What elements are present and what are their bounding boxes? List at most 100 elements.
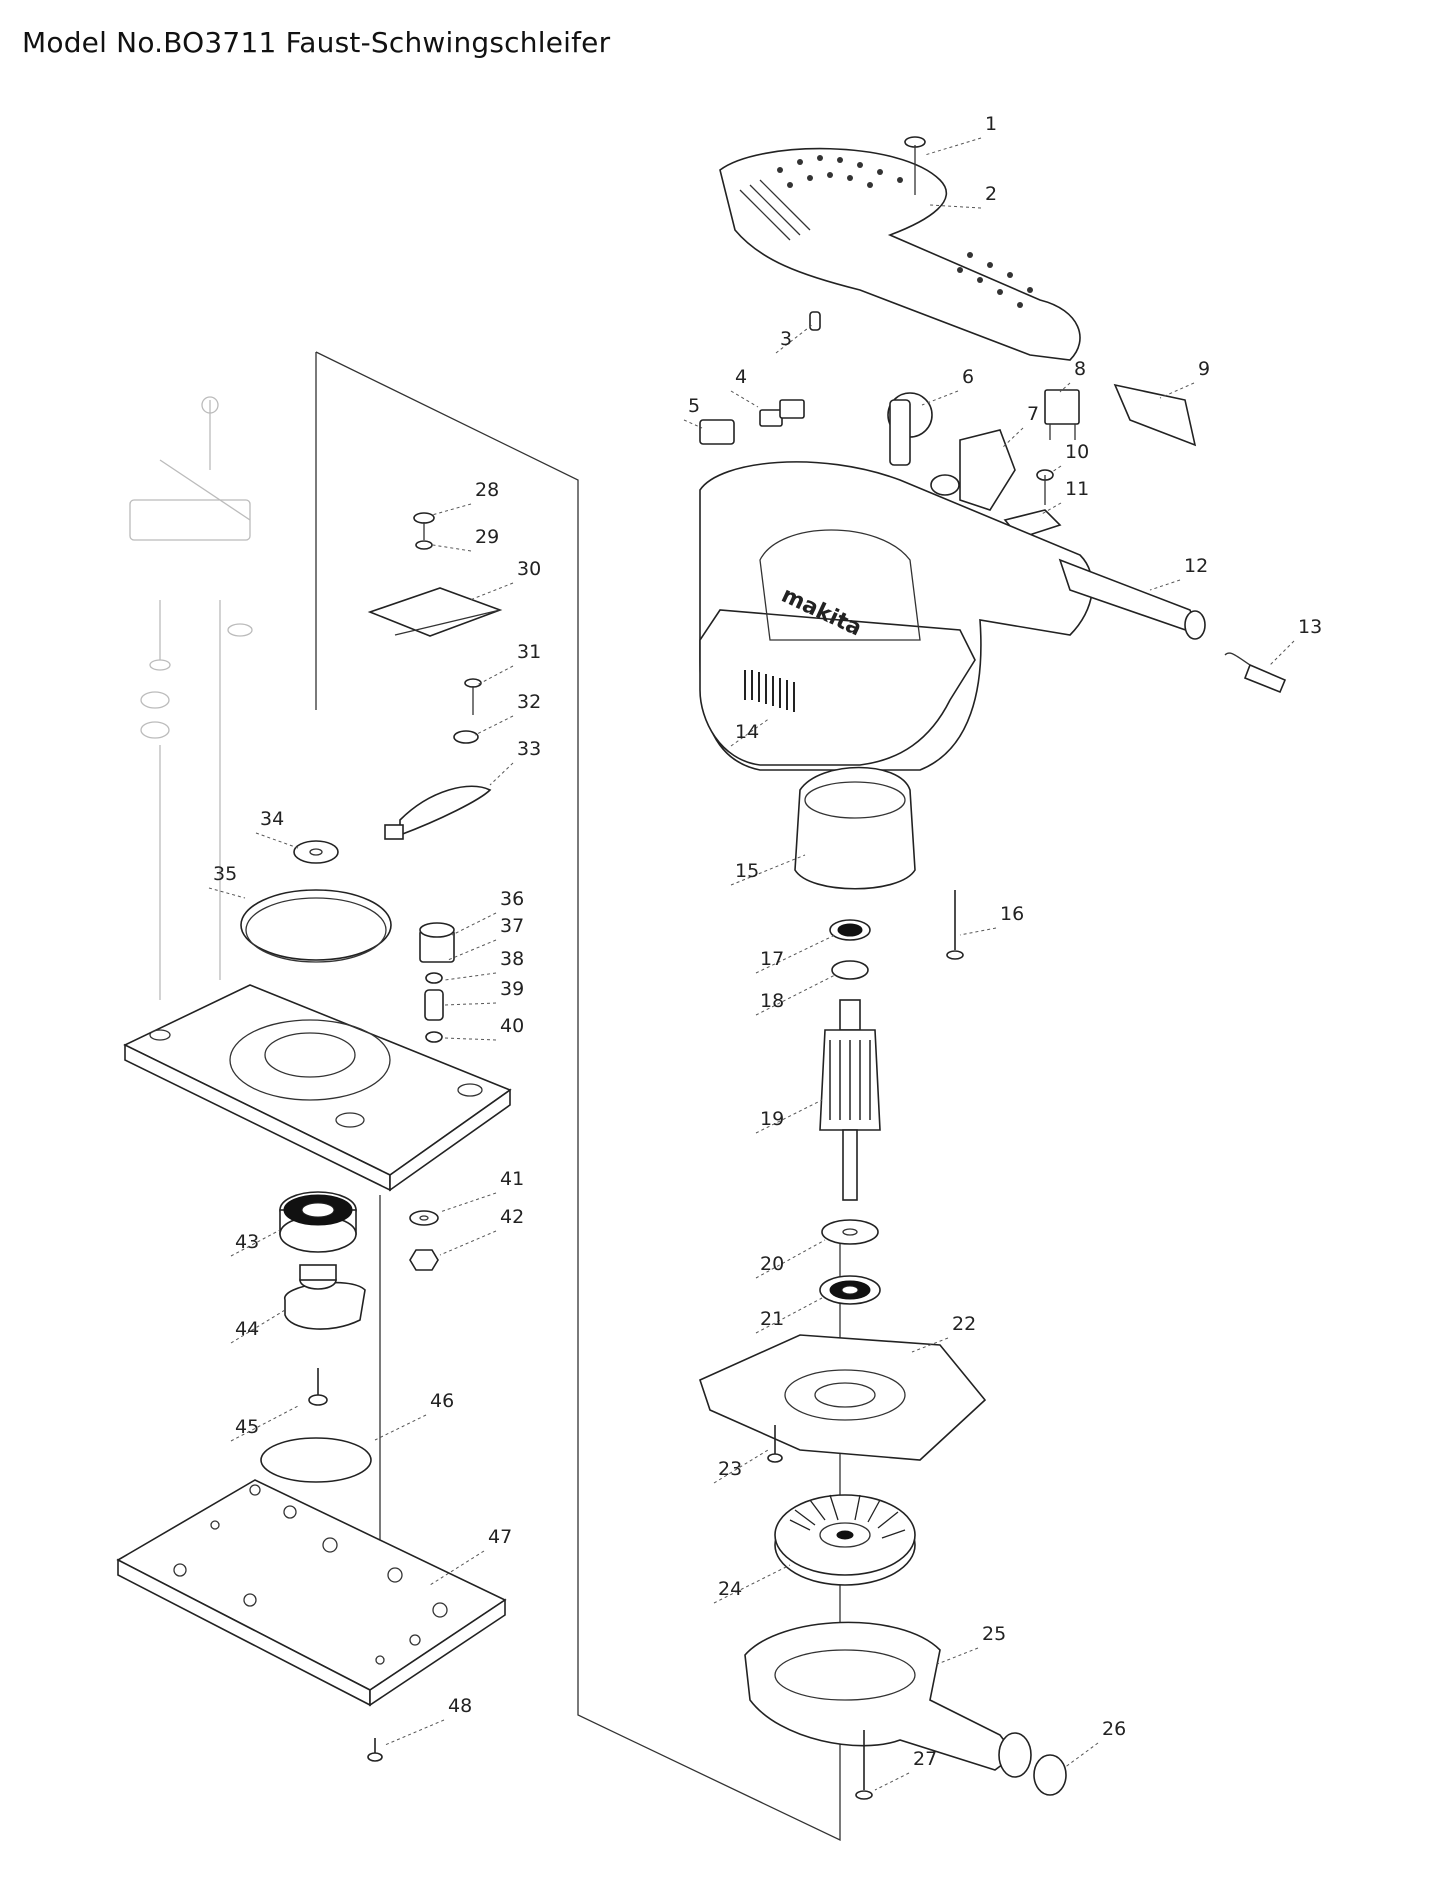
callout-number-45: 45 xyxy=(235,1416,259,1438)
callout-number-10: 10 xyxy=(1065,441,1089,463)
o-ring-part xyxy=(425,972,443,984)
callout-leader-line xyxy=(874,1772,910,1791)
callout-number-44: 44 xyxy=(235,1318,259,1340)
o-ring-part xyxy=(415,540,433,550)
callout-number-31: 31 xyxy=(517,641,541,663)
callout-leader-line xyxy=(730,717,771,747)
callout-number-33: 33 xyxy=(517,738,541,760)
callout-number-48: 48 xyxy=(448,1695,472,1717)
callout-number-39: 39 xyxy=(500,978,524,1000)
callout-number-14: 14 xyxy=(735,721,759,743)
screw-part xyxy=(367,1738,383,1762)
ring-part xyxy=(240,889,392,963)
callout-leader-line xyxy=(755,1099,823,1134)
callout-leader-line xyxy=(255,832,299,849)
callout-number-23: 23 xyxy=(718,1458,742,1480)
callout-leader-line xyxy=(444,972,497,981)
callout-leader-line xyxy=(1159,382,1195,399)
callout-number-41: 41 xyxy=(500,1168,524,1190)
callout-number-15: 15 xyxy=(735,860,759,882)
callout-leader-line xyxy=(924,137,982,156)
page-title: Model No.BO3711 Faust-Schwingschleifer xyxy=(22,26,611,59)
ball-bearing-part xyxy=(279,1191,357,1253)
callout-number-17: 17 xyxy=(760,948,784,970)
callout-number-32: 32 xyxy=(517,691,541,713)
callout-number-46: 46 xyxy=(430,1390,454,1412)
screw-part xyxy=(946,890,964,960)
pin-part xyxy=(809,311,821,331)
callout-leader-line xyxy=(755,1297,823,1334)
callout-number-34: 34 xyxy=(260,808,284,830)
callout-leader-line xyxy=(208,887,246,899)
callout-leader-line xyxy=(447,939,497,961)
washer-part xyxy=(821,1219,879,1245)
washer-part xyxy=(409,1210,439,1226)
screw-part xyxy=(413,512,435,540)
callout-leader-line xyxy=(431,503,472,516)
callout-number-30: 30 xyxy=(517,558,541,580)
housing-cover-part xyxy=(719,147,1081,361)
callout-number-6: 6 xyxy=(962,366,974,388)
callout-leader-line xyxy=(1063,1742,1099,1769)
screw-part xyxy=(904,136,926,195)
callout-number-47: 47 xyxy=(488,1526,512,1548)
callout-number-21: 21 xyxy=(760,1308,784,1330)
ghost-parts xyxy=(129,396,253,1000)
callout-leader-line xyxy=(921,390,959,406)
o-ring-part xyxy=(260,1437,372,1483)
field-coil-part xyxy=(794,766,916,890)
callout-number-25: 25 xyxy=(982,1623,1006,1645)
callout-leader-line xyxy=(230,1309,286,1344)
nut-part xyxy=(409,1249,439,1271)
callout-leader-line xyxy=(713,1449,769,1484)
callout-leader-line xyxy=(432,544,472,552)
callout-leader-line xyxy=(429,1550,485,1586)
callout-leader-line xyxy=(934,1647,979,1666)
screw-part xyxy=(855,1730,873,1800)
ball-bearing-inner xyxy=(837,923,863,937)
callout-number-26: 26 xyxy=(1102,1718,1126,1740)
callout-number-12: 12 xyxy=(1184,555,1208,577)
sleeve-part xyxy=(419,922,455,963)
callout-leader-line xyxy=(1059,382,1071,393)
callout-number-43: 43 xyxy=(235,1231,259,1253)
plate-part xyxy=(367,587,503,637)
callout-number-7: 7 xyxy=(1027,403,1039,425)
callout-leader-line xyxy=(730,390,759,408)
callout-number-4: 4 xyxy=(735,366,747,388)
callout-number-38: 38 xyxy=(500,948,524,970)
callout-leader-line xyxy=(444,1037,497,1041)
callout-number-36: 36 xyxy=(500,888,524,910)
callout-leader-line xyxy=(1001,427,1024,449)
callout-number-8: 8 xyxy=(1074,358,1086,380)
bearing-box-part xyxy=(699,1334,987,1461)
callout-leader-line xyxy=(755,974,836,1016)
callout-number-42: 42 xyxy=(500,1206,524,1228)
callout-leader-line xyxy=(929,204,982,209)
callout-leader-line xyxy=(959,927,997,936)
callout-leader-line xyxy=(1051,465,1062,473)
callout-leader-line xyxy=(439,1230,497,1256)
callout-leader-line xyxy=(444,1002,497,1006)
callout-leader-line xyxy=(474,715,514,736)
callout-leader-line xyxy=(1039,502,1062,516)
callout-leader-line xyxy=(476,665,514,686)
o-ring-part xyxy=(425,1031,443,1043)
callout-leader-line xyxy=(755,1239,826,1279)
power-cord-part xyxy=(1224,652,1287,694)
callout-number-20: 20 xyxy=(760,1253,784,1275)
callout-number-40: 40 xyxy=(500,1015,524,1037)
callout-leader-line xyxy=(489,762,514,786)
callout-leader-line xyxy=(713,1564,791,1604)
lever-part xyxy=(384,785,492,840)
callout-number-2: 2 xyxy=(985,183,997,205)
callout-number-11: 11 xyxy=(1065,478,1089,500)
washer-part xyxy=(293,840,339,864)
callout-leader-line xyxy=(755,934,836,974)
screw-part xyxy=(464,678,482,715)
callout-number-24: 24 xyxy=(718,1578,742,1600)
o-ring-part xyxy=(1033,1754,1067,1796)
counterweight-part xyxy=(284,1264,366,1330)
switch-assembly-part xyxy=(887,383,1197,539)
